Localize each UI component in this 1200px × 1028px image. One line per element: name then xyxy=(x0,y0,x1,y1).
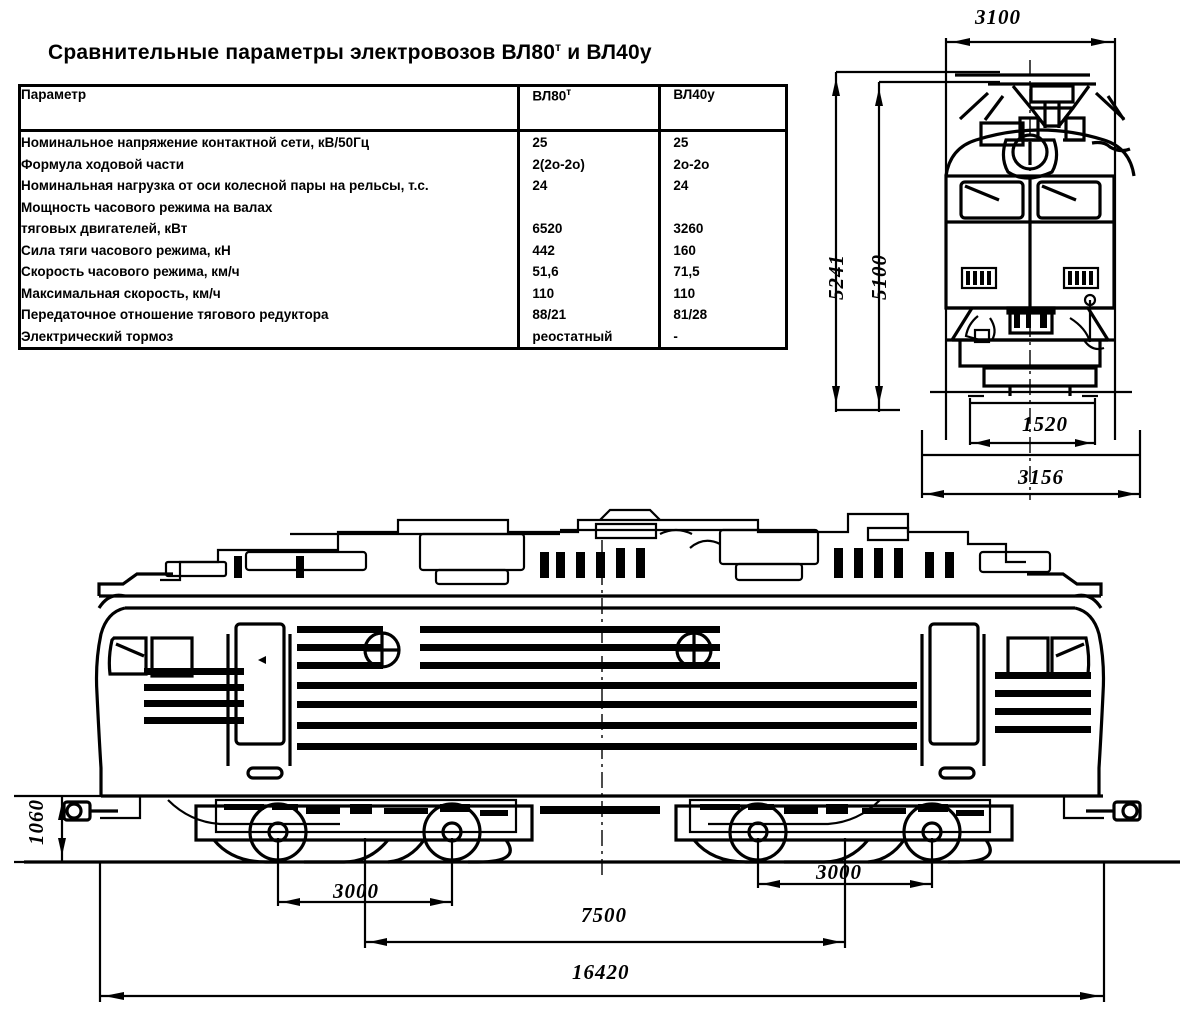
dimension-label-track-gauge: 1520 xyxy=(1022,412,1068,436)
ventilation-louvres xyxy=(144,626,1091,750)
table-row: Формула ходовой части xyxy=(21,156,185,172)
page-title-superscript: т xyxy=(555,40,562,54)
table-cell: 442 xyxy=(532,242,555,258)
table-row: Электрический тормоз xyxy=(21,328,174,344)
table-header-vl80t: ВЛ80т xyxy=(517,87,660,132)
table-header-row: Параметр ВЛ80т ВЛ40у xyxy=(21,87,785,132)
front-buffer-beam xyxy=(946,338,1114,396)
dimension-label-bogie-centers: 7500 xyxy=(581,903,627,927)
coupler-right xyxy=(1086,800,1142,822)
front-pipework xyxy=(964,293,1105,351)
table-header-vl40u: ВЛ40у xyxy=(658,87,785,132)
table-cell: 71,5 xyxy=(673,264,700,279)
side-view-body-shell xyxy=(94,572,1106,798)
table-cell: - xyxy=(673,328,678,344)
table-cell: 110 xyxy=(532,285,555,301)
table-body-row: Номинальное напряжение контактной сети, … xyxy=(21,130,785,348)
table-cell: 24 xyxy=(673,178,689,193)
front-view-body xyxy=(944,128,1136,310)
pantograph xyxy=(955,73,1126,128)
side-view-dimension-lines xyxy=(14,794,1106,1002)
front-underframe xyxy=(946,306,1114,368)
dimension-label-front-width-top: 3100 xyxy=(975,5,1021,29)
front-coupler-detail xyxy=(1014,314,1047,328)
table-cell: 110 xyxy=(673,285,696,301)
front-view-rails xyxy=(930,390,1132,398)
dimension-label-front-height-overall: 5241 xyxy=(824,254,848,300)
table-row: Мощность часового режима на валах xyxy=(21,199,273,215)
table-cell: реостатный xyxy=(532,328,613,344)
table-row: Номинальная нагрузка от оси колесной пар… xyxy=(21,178,429,193)
table-cell: 88/21 xyxy=(532,307,567,322)
cab-windows-left xyxy=(107,636,194,678)
dimension-label-bogie-wheelbase-left: 3000 xyxy=(333,879,379,903)
table-cell: 3260 xyxy=(673,221,704,236)
dimension-label-front-width-bottom: 3156 xyxy=(1018,465,1064,489)
dimension-label-overall-length: 16420 xyxy=(572,960,630,984)
roof-equipment-side xyxy=(160,512,1052,586)
side-doors xyxy=(226,622,986,780)
comparison-table: Параметр ВЛ80т ВЛ40у Номинальное напряже… xyxy=(18,84,788,350)
fan-hatch-left xyxy=(363,631,401,669)
front-windscreens xyxy=(959,180,1102,220)
roof-arresters-and-busbars xyxy=(290,508,910,549)
table-header-parameter: Параметр xyxy=(21,87,519,132)
table-cell: 24 xyxy=(532,178,548,193)
table-cell: 6520 xyxy=(532,221,563,236)
cab-windows-right xyxy=(1006,636,1091,678)
table-row: Передаточное отношение тягового редуктор… xyxy=(21,307,329,322)
table-header-vl80t-sup: т xyxy=(566,87,572,98)
table-col-parameters: Номинальное напряжение контактной сети, … xyxy=(21,131,519,348)
side-view-drawing xyxy=(24,508,1180,880)
table-header-vl80t-base: ВЛ80 xyxy=(532,88,567,104)
page-title: Сравнительные параметры электровозов ВЛ8… xyxy=(48,40,808,65)
dimension-label-wheel-diameter: 1060 xyxy=(24,799,48,845)
table-cell: 2о-2о xyxy=(673,156,710,172)
underframe-detail-blobs xyxy=(224,804,984,816)
table-cell: 51,6 xyxy=(532,264,559,279)
table-cell: 2(2о-2о) xyxy=(532,156,585,172)
front-side-grilles xyxy=(960,266,1100,290)
fan-hatch-right xyxy=(675,631,713,669)
page-title-prefix: Сравнительные параметры электровозов ВЛ8… xyxy=(48,41,556,64)
table-row: тяговых двигателей, кВт xyxy=(21,221,188,236)
table-row: Максимальная скорость, км/ч xyxy=(21,285,221,301)
dimension-label-front-height-body: 5100 xyxy=(867,254,891,300)
bogie-front xyxy=(194,802,534,864)
table-cell: 81/28 xyxy=(673,307,708,322)
underframe-equipment xyxy=(100,794,1104,834)
table-cell: 25 xyxy=(532,135,548,150)
dimension-label-bogie-wheelbase-right: 3000 xyxy=(816,860,862,884)
table-row: Скорость часового режима, км/ч xyxy=(21,264,240,279)
table-cell: 25 xyxy=(673,135,689,150)
roof-equipment-front xyxy=(979,116,1131,153)
table-row: Номинальное напряжение контактной сети, … xyxy=(21,135,370,150)
roof-insulators xyxy=(234,548,954,578)
page-title-suffix: и ВЛ40у xyxy=(561,41,652,64)
bogie-rear xyxy=(674,802,1014,864)
table-col-vl80t: 25 2(2о-2о) 24 6520 442 51,6 110 88/21 р… xyxy=(517,130,660,347)
table-col-vl40u: 25 2о-2о 24 3260 160 71,5 110 81/28 - xyxy=(658,130,785,347)
table-cell: 160 xyxy=(673,242,696,258)
coupler-left xyxy=(62,800,118,822)
table-row: Сила тяги часового режима, кН xyxy=(21,242,231,258)
